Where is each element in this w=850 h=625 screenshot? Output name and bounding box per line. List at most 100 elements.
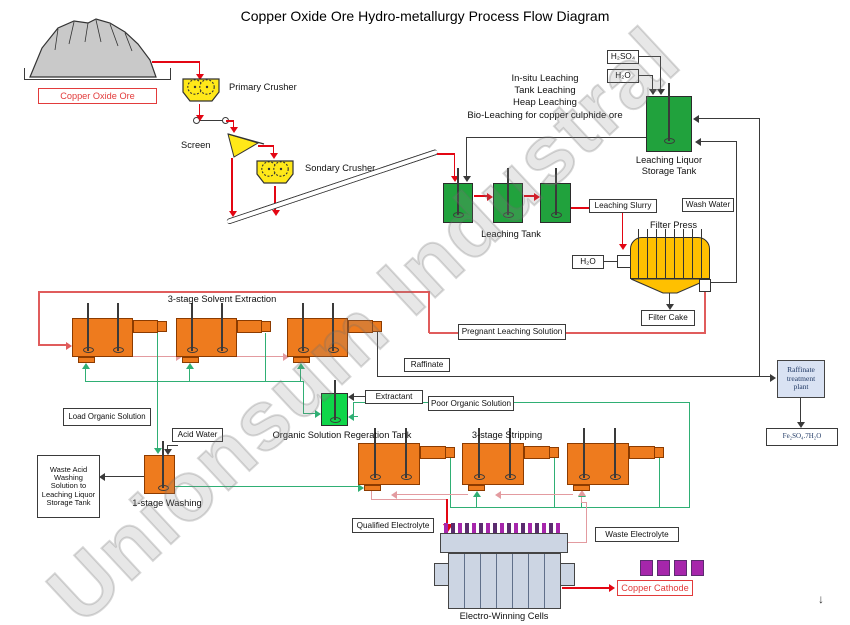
ew-electrode — [486, 523, 490, 533]
pipe — [499, 494, 573, 496]
filter-press-funnel — [630, 278, 710, 294]
agitator-impeller — [664, 138, 675, 144]
pipe — [450, 507, 690, 509]
pipe — [377, 376, 772, 378]
stripping-title: 3-stage Stripping — [471, 430, 543, 440]
agitator — [478, 428, 480, 478]
stripping-outlet-1 — [364, 485, 381, 491]
ew-body — [448, 553, 561, 609]
agitator-impeller — [187, 347, 198, 353]
agitator — [668, 83, 670, 141]
agitator — [221, 303, 223, 351]
arrow — [619, 244, 627, 250]
arrow — [270, 153, 278, 159]
filter-press-outlet — [699, 279, 711, 292]
copper-cathode-plate — [640, 560, 653, 576]
pipe — [189, 368, 191, 382]
pipe — [800, 398, 802, 424]
agitator — [302, 303, 304, 351]
pipe — [303, 413, 316, 415]
arrow — [196, 74, 204, 80]
pipe — [567, 542, 587, 544]
pipe — [377, 332, 379, 377]
arrow — [649, 89, 657, 95]
agitator — [117, 303, 119, 351]
arrow — [797, 422, 805, 428]
agitator-impeller — [370, 474, 381, 480]
pipe — [446, 499, 448, 526]
pipe — [85, 381, 304, 383]
extractant-label: Extractant — [365, 390, 423, 404]
extraction-mixer-2 — [237, 320, 262, 333]
ew-electrode — [465, 523, 469, 533]
copper-cathode-plate — [691, 560, 704, 576]
h2so4-label: H₂SO₄ — [607, 50, 639, 64]
pipe — [604, 261, 617, 263]
ew-electrode — [458, 523, 462, 533]
arrow — [473, 491, 481, 497]
stripping-mixer-box-3 — [654, 447, 664, 458]
h2o-label: H₂O — [607, 69, 639, 83]
agitator — [191, 303, 193, 351]
ew-electrode — [549, 523, 553, 533]
pipe — [586, 502, 588, 543]
agitator — [555, 168, 557, 215]
agitator-impeller — [328, 347, 339, 353]
agitator — [457, 168, 459, 215]
extraction-mixer-3 — [348, 320, 373, 333]
arrow — [196, 115, 204, 121]
solvent-extraction-title: 3-stage Solvent Extraction — [167, 294, 277, 304]
ew-electrode — [556, 523, 560, 533]
screen-icon — [227, 133, 265, 158]
washing-title: 1-stage Washing — [132, 498, 202, 508]
copper-cathode-plate — [657, 560, 670, 576]
pipe — [621, 207, 623, 245]
arrow — [176, 353, 182, 361]
arrow — [578, 490, 586, 496]
arrow — [228, 211, 237, 217]
filter-press-label: Filter Press — [650, 220, 698, 230]
extraction-outlet-2 — [182, 357, 199, 363]
ew-top-bar — [440, 533, 568, 553]
arrow — [230, 127, 238, 133]
ew-electrode — [528, 523, 532, 533]
stripping-mixer-box-2 — [549, 447, 559, 458]
leaching-methods-note: In-situ Leaching Tank Leaching Heap Leac… — [467, 73, 623, 121]
pipe — [167, 445, 178, 447]
ew-electrode — [472, 523, 476, 533]
extraction-mixer-box-1 — [157, 321, 167, 332]
pipe — [429, 332, 706, 334]
pipe — [85, 368, 87, 382]
arrow — [770, 373, 776, 382]
ew-electrode — [542, 523, 546, 533]
agitator-impeller — [401, 474, 412, 480]
arrow — [666, 304, 674, 310]
ew-electrode — [493, 523, 497, 533]
pipe — [152, 61, 200, 63]
pipe — [659, 458, 661, 507]
pipe — [581, 502, 587, 504]
arrow — [487, 192, 493, 201]
pregnant-solution-label: Pregnant Leaching Solution — [458, 324, 566, 340]
primary-crusher-icon — [182, 78, 220, 102]
agitator-impeller — [579, 474, 590, 480]
stripping-mixer-2 — [524, 446, 550, 459]
storage-tank-label: Leaching Liquor Storage Tank — [635, 155, 703, 176]
ew-cell-divider — [528, 554, 529, 608]
pipe — [660, 56, 662, 89]
pipe — [466, 137, 646, 139]
ew-electrode — [535, 523, 539, 533]
pipe — [697, 118, 760, 120]
poor-organic-label: Poor Organic Solution — [428, 396, 514, 411]
extraction-outlet-3 — [293, 357, 310, 363]
extraction-outlet-1 — [78, 357, 95, 363]
pipe — [437, 153, 455, 155]
ew-electrode — [479, 523, 483, 533]
copper-cathode-label: Copper Cathode — [617, 580, 693, 596]
agitator-impeller — [505, 474, 516, 480]
pipe — [231, 158, 233, 212]
pipe — [699, 141, 737, 143]
feeder — [197, 120, 225, 121]
pipe — [303, 381, 305, 414]
agitator-impeller — [330, 417, 341, 423]
